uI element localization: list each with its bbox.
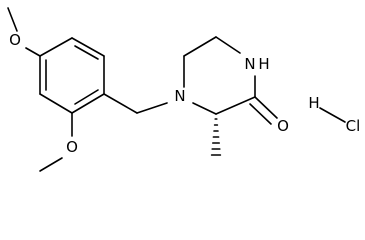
- atom-label-o-top: O: [9, 31, 21, 49]
- atom-label-cl-salt: Cl: [346, 117, 361, 135]
- benzene-ring: [39, 37, 105, 114]
- piperazinone-ring: [183, 36, 256, 115]
- atom-label-n-ring: N: [174, 87, 185, 105]
- methyl-hashed-wedge: [210, 118, 222, 156]
- carbonyl-bond: [249, 96, 278, 125]
- atom-label-n-amine: N: [244, 55, 255, 73]
- top-methoxy-group: [7, 7, 41, 57]
- atom-label-o-carbonyl: O: [277, 117, 289, 135]
- bottom-methoxy-group: [39, 112, 73, 172]
- atom-label-h-salt: H: [308, 94, 319, 112]
- benzyl-linker: [103, 93, 168, 114]
- atom-label-h-amine: H: [258, 55, 269, 73]
- atom-label-o-bottom: O: [66, 138, 78, 156]
- chemical-structure-diagram: O O N H N O H Cl: [7, 7, 361, 172]
- hcl-bond: [319, 107, 346, 123]
